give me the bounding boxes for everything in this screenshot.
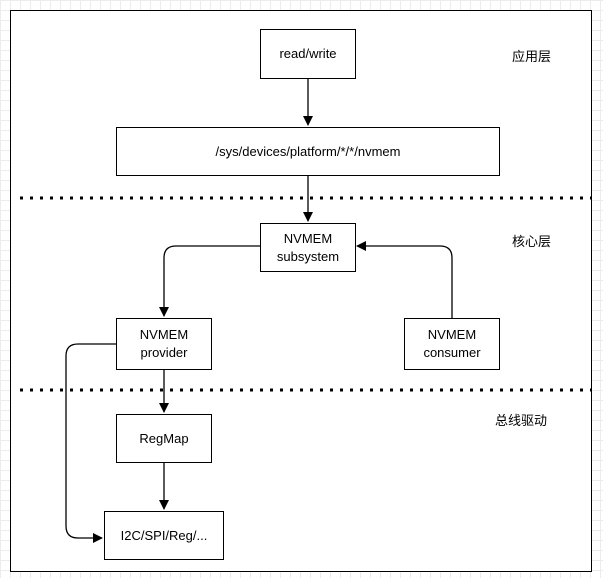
subsystem-label-line2: subsystem [276,248,340,264]
sysfs-path-label: /sys/devices/platform/*/*/nvmem [215,143,401,159]
layer-label-core: 核心层 [512,235,552,250]
nvmem-provider-node: NVMEM provider [116,318,212,370]
consumer-label-line2: consumer [423,345,481,360]
layer-label-app: 应用层 [512,50,552,65]
edge-provider-to-bus-driver [65,343,116,543]
provider-label-line1: NVMEM [139,327,189,342]
regmap-node: RegMap [116,414,212,463]
consumer-label-line1: NVMEM [427,327,477,342]
regmap-label: RegMap [139,430,189,446]
bus-driver-label: I2C/SPI/Reg/... [120,527,208,543]
diagram-frame [10,10,592,572]
read-write-node: read/write [260,29,356,79]
edge-subsystem-to-provider [159,245,260,317]
bus-driver-node: I2C/SPI/Reg/... [104,511,224,560]
nvmem-subsystem-node: NVMEM subsystem [260,223,356,272]
nvmem-consumer-node: NVMEM consumer [404,318,500,370]
subsystem-label-line1: NVMEM [283,230,333,246]
layer-label-bus: 总线驱动 [495,414,548,429]
edge-consumer-to-subsystem [356,241,453,318]
read-write-label: read/write [279,46,337,61]
sysfs-path-node: /sys/devices/platform/*/*/nvmem [116,127,500,176]
provider-label-line2: provider [140,345,188,360]
